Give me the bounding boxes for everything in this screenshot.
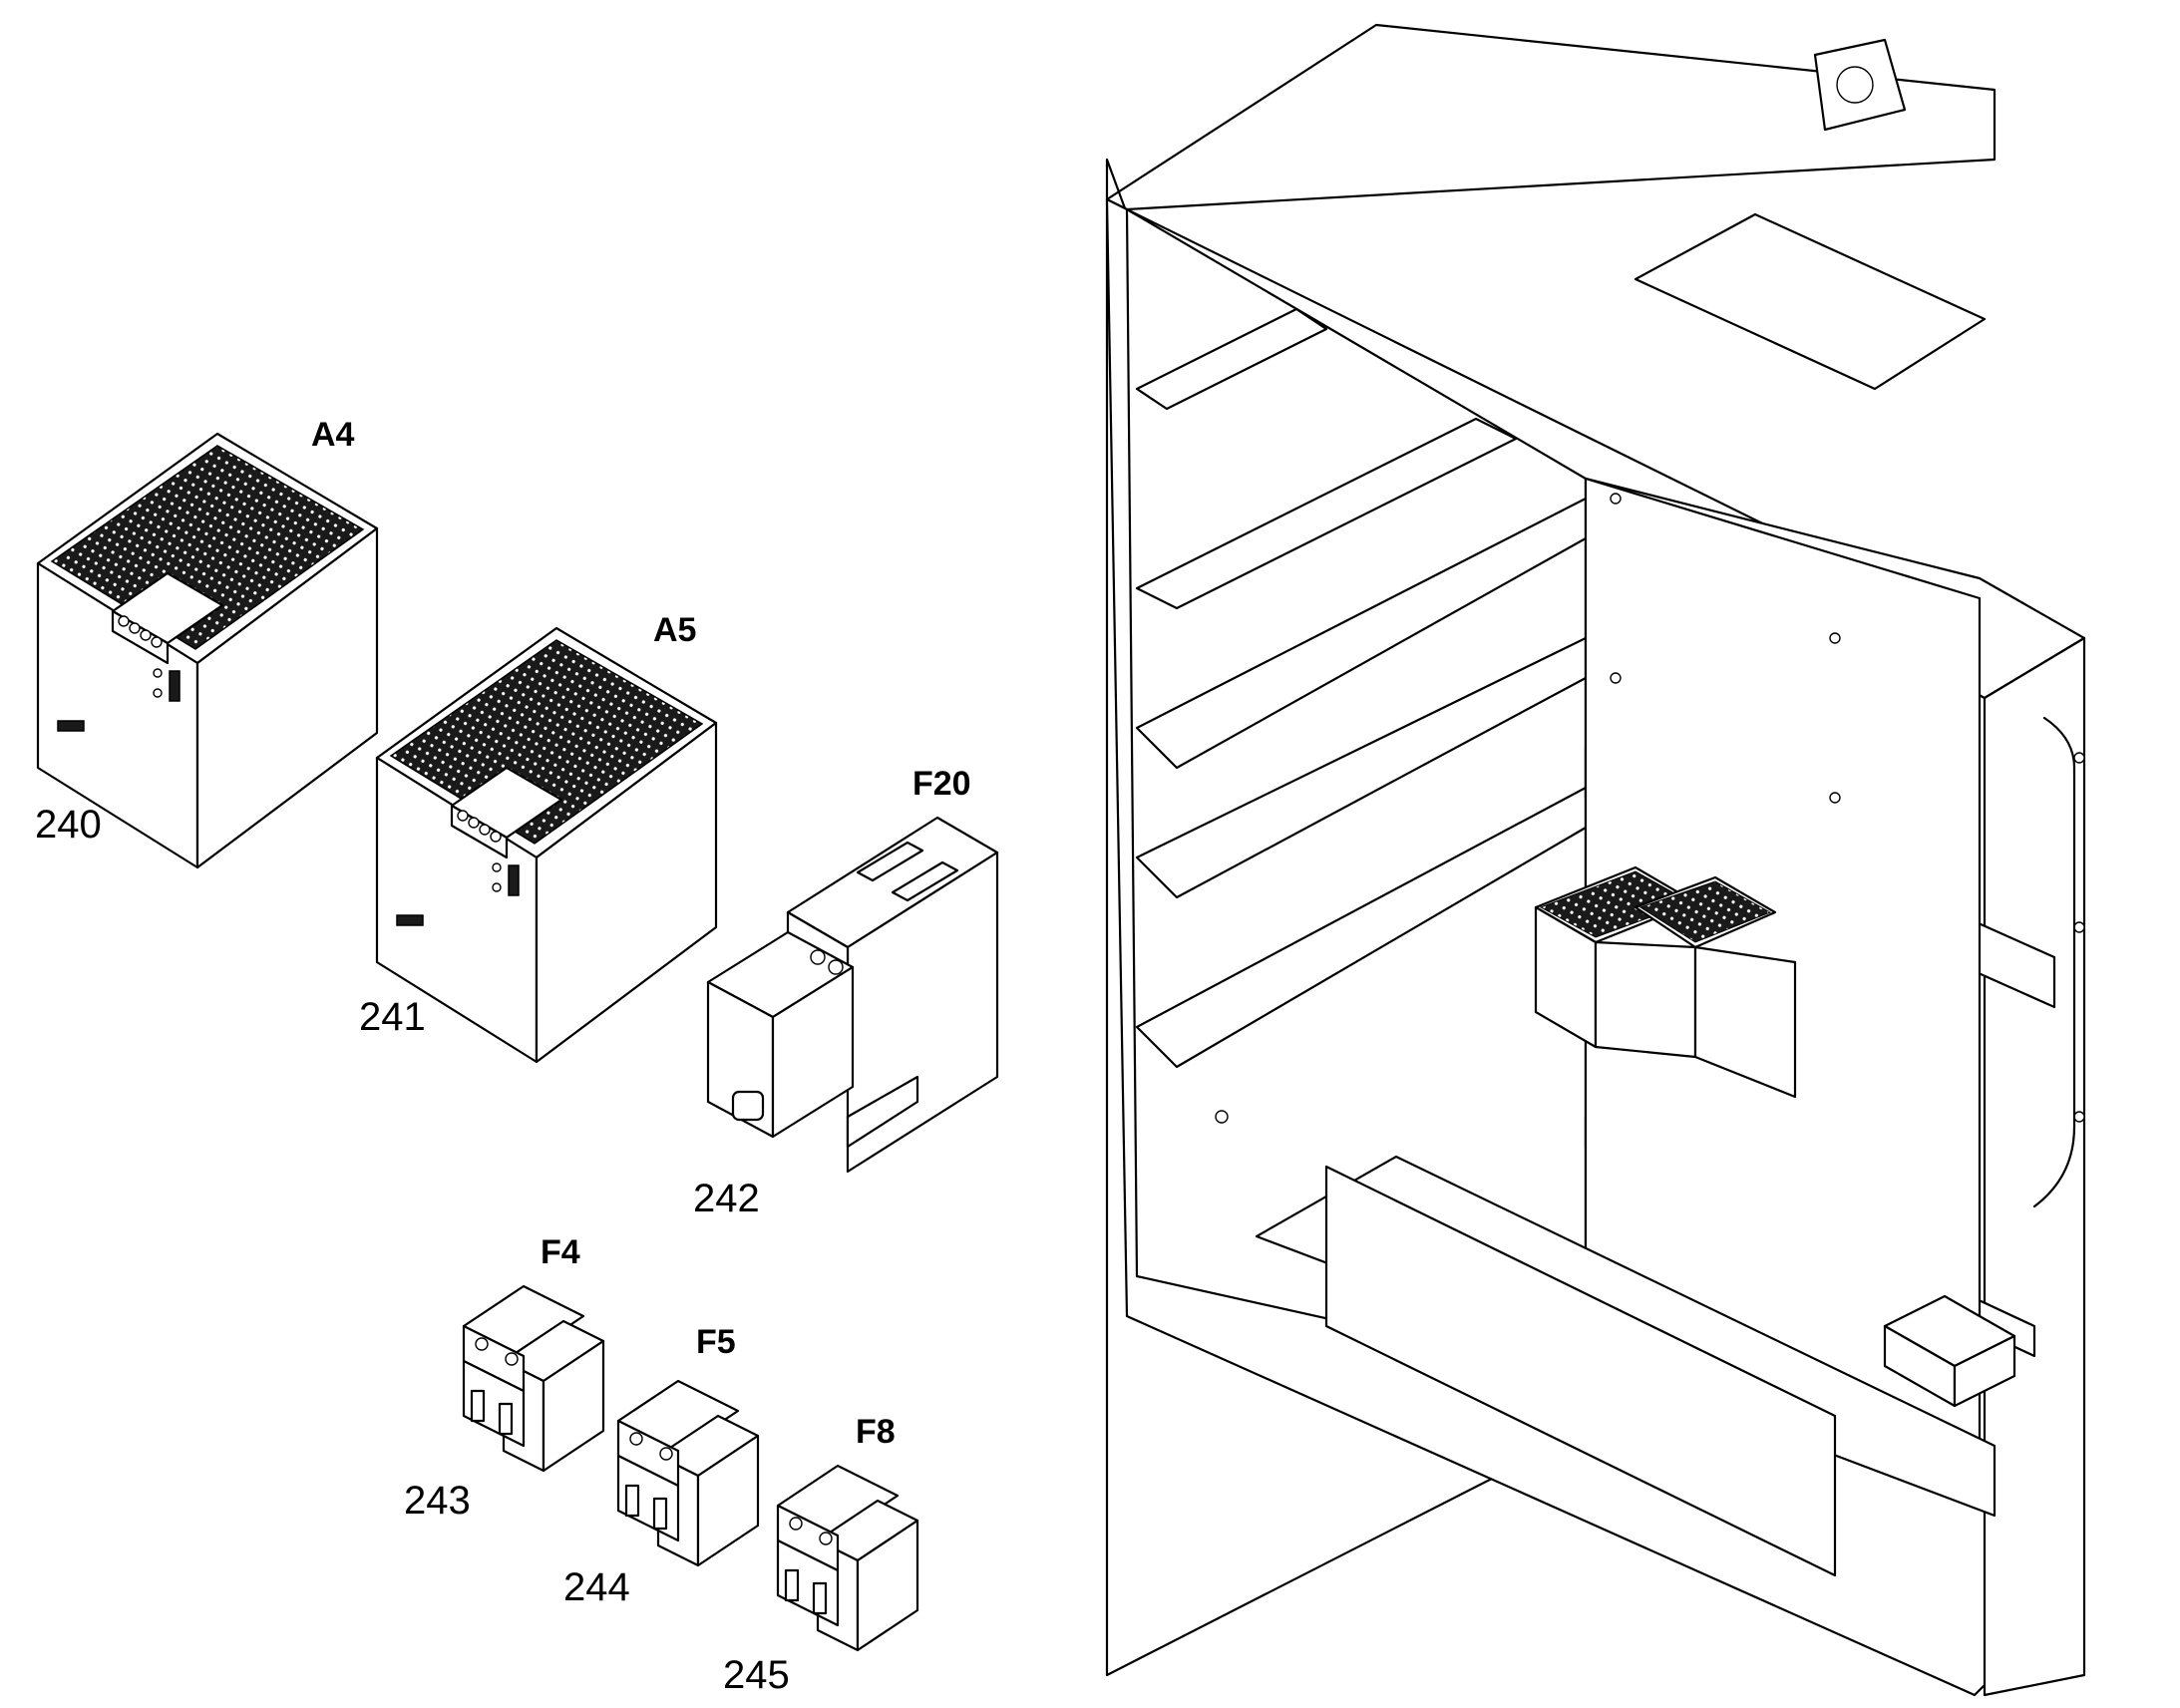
label-a5: A5 <box>653 611 696 649</box>
power-supply-a5 <box>375 626 718 1064</box>
ref-242: 242 <box>693 1177 760 1220</box>
label-f20: F20 <box>912 765 971 803</box>
ref-243: 243 <box>404 1479 471 1523</box>
ref-241: 241 <box>359 995 426 1039</box>
label-f8: F8 <box>856 1413 896 1451</box>
rcd-f20 <box>706 816 999 1174</box>
label-a4: A4 <box>311 416 355 454</box>
cabinet <box>1105 23 2086 1697</box>
label-f5: F5 <box>696 1323 736 1361</box>
breaker-f4 <box>462 1284 605 1473</box>
breaker-f8 <box>776 1464 919 1652</box>
breaker-f5 <box>616 1379 760 1567</box>
ref-244: 244 <box>563 1565 630 1609</box>
label-f4: F4 <box>541 1233 580 1271</box>
ref-240: 240 <box>35 803 102 847</box>
ref-245: 245 <box>723 1653 790 1697</box>
